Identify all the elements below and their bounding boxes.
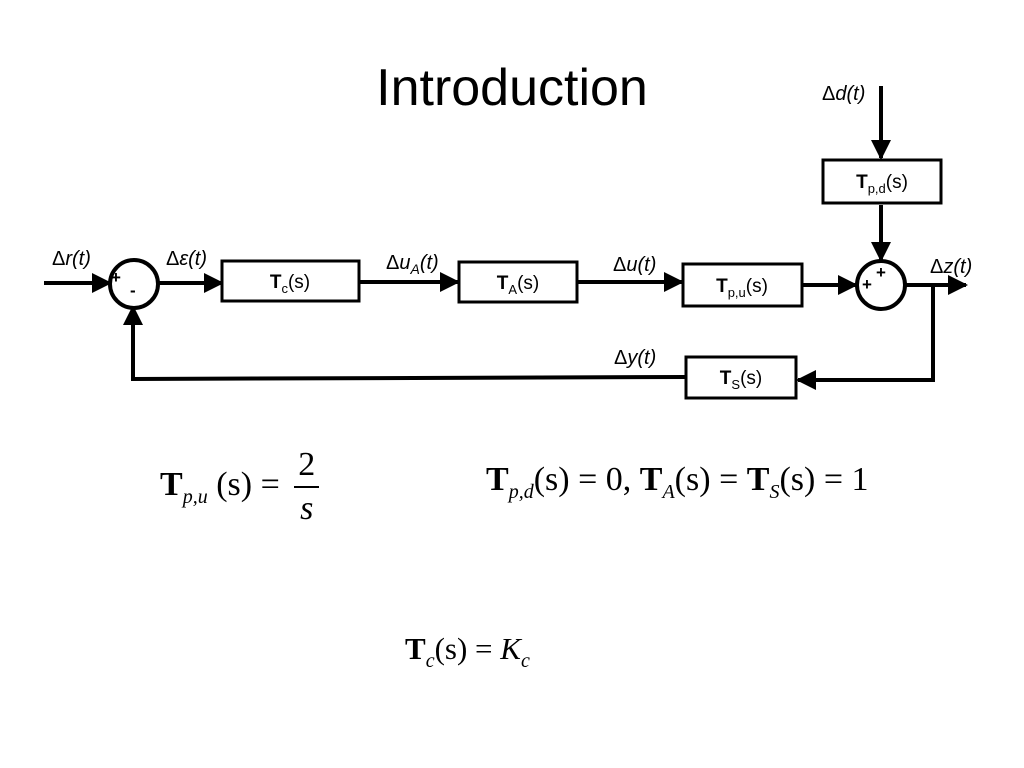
error-label: Δε(t) — [166, 248, 207, 270]
plant-u-block: Tp,u(s) — [681, 262, 804, 308]
svg-text:Tp,d(s): Tp,d(s) — [856, 172, 908, 196]
svg-text:TS(s): TS(s) — [720, 368, 762, 392]
slide-title: Introduction — [376, 59, 648, 117]
plant-u-equation: Tp,u (s) = 2 s — [160, 448, 320, 526]
feedback-return-line — [123, 305, 687, 382]
right-summing-junction — [855, 259, 907, 311]
actuator-block: TA(s) — [457, 260, 579, 304]
signal-lines — [44, 86, 968, 390]
actuator-input-label: ΔuA(t) — [386, 252, 439, 277]
left-junction-plus: + — [111, 268, 121, 287]
svg-text:Tp,u(s): Tp,u(s) — [716, 276, 768, 300]
sensor-block: TS(s) — [684, 355, 798, 400]
output-label: Δz(t) — [930, 256, 972, 278]
measured-label: Δy(t) — [614, 347, 656, 369]
svg-text:Tc(s): Tc(s) — [270, 272, 310, 296]
reference-label: Δr(t) — [52, 248, 91, 270]
transfer-functions-equation: Tp,d(s) = 0, TA(s) = TS(s) = 1 — [486, 461, 869, 503]
left-summing-junction — [108, 258, 160, 310]
right-junction-plus-top: + — [876, 263, 886, 282]
disturbance-label: Δd(t) — [822, 83, 865, 105]
plant-input-label: Δu(t) — [613, 254, 656, 276]
svg-text:TA(s): TA(s) — [497, 273, 539, 297]
fraction: 2 s — [294, 448, 320, 526]
controller-equation: Tc(s) = Kc — [405, 631, 530, 672]
controller-block: Tc(s) — [220, 259, 361, 303]
right-junction-plus-left: + — [862, 275, 872, 294]
left-junction-minus: - — [130, 281, 136, 300]
plant-d-block: Tp,d(s) — [821, 158, 943, 205]
feedback-takeoff-line — [796, 285, 935, 390]
